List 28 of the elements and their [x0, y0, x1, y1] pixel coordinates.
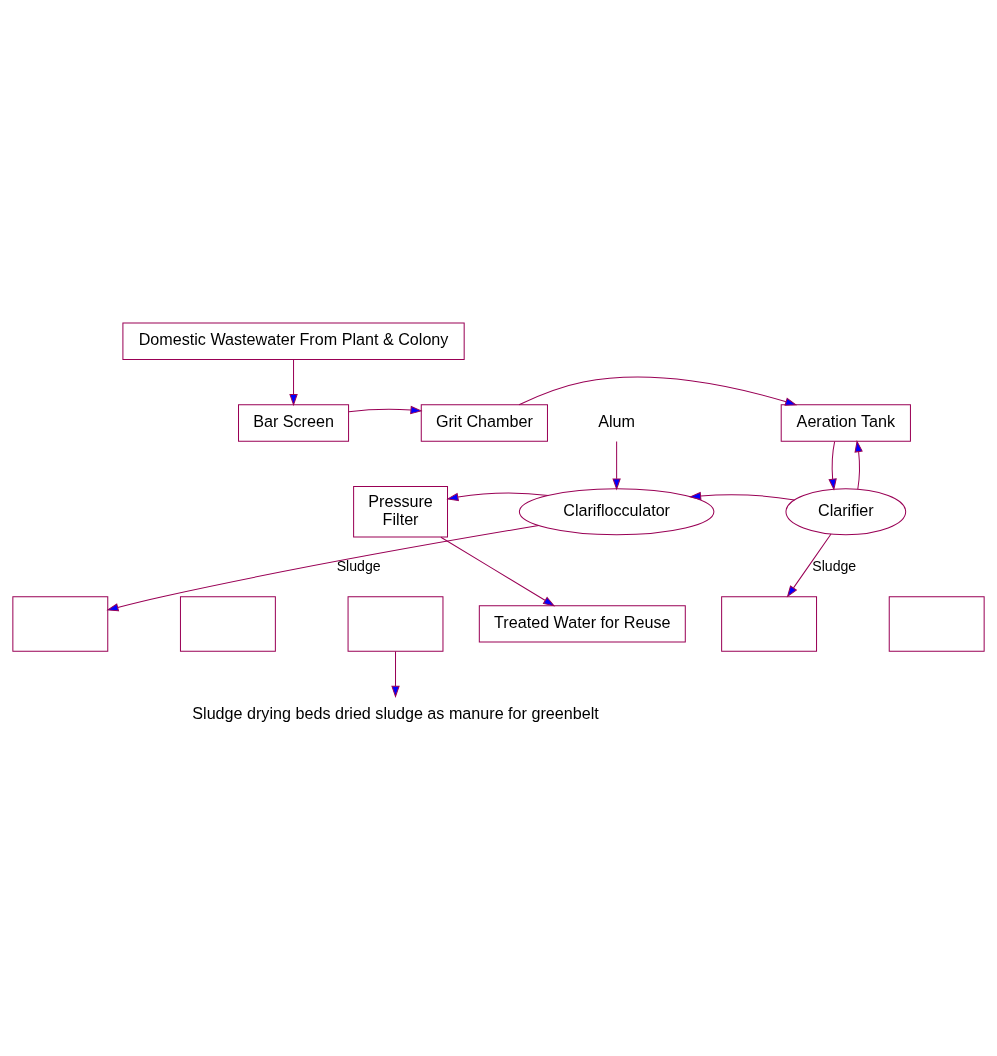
node-text: Sludge drying beds dried sludge as manure for greenbelt: [192, 703, 599, 722]
node-box: [179, 596, 276, 652]
node-box: [721, 596, 818, 652]
node-ellipse: Clarifier: [785, 488, 907, 536]
arrow: [348, 405, 423, 415]
arrow: [391, 651, 400, 698]
arrow: [106, 525, 540, 612]
node-box: [347, 596, 444, 652]
node-box: Pressure Filter: [353, 486, 448, 538]
arrow: [854, 440, 863, 490]
node-box: Bar Screen: [238, 404, 350, 442]
arrow: [828, 441, 837, 491]
edge-label: Sludge: [336, 557, 381, 574]
arrow: [688, 491, 796, 501]
node-box: [12, 596, 109, 652]
edge-label: Sludge: [812, 557, 857, 574]
arrow: [518, 376, 798, 406]
node-box: [888, 596, 985, 652]
arrow: [446, 492, 549, 502]
arrow: [289, 359, 298, 407]
arrow: [786, 533, 832, 598]
arrow: [440, 536, 556, 607]
arrow: [612, 441, 621, 491]
node-text: Alum: [598, 411, 636, 430]
node-box: Domestic Wastewater From Plant & Colony: [122, 322, 465, 360]
node-box: Aeration Tank: [780, 404, 911, 442]
node-box: Treated Water for Reuse: [478, 605, 686, 643]
node-box: Grit Chamber: [420, 404, 548, 442]
